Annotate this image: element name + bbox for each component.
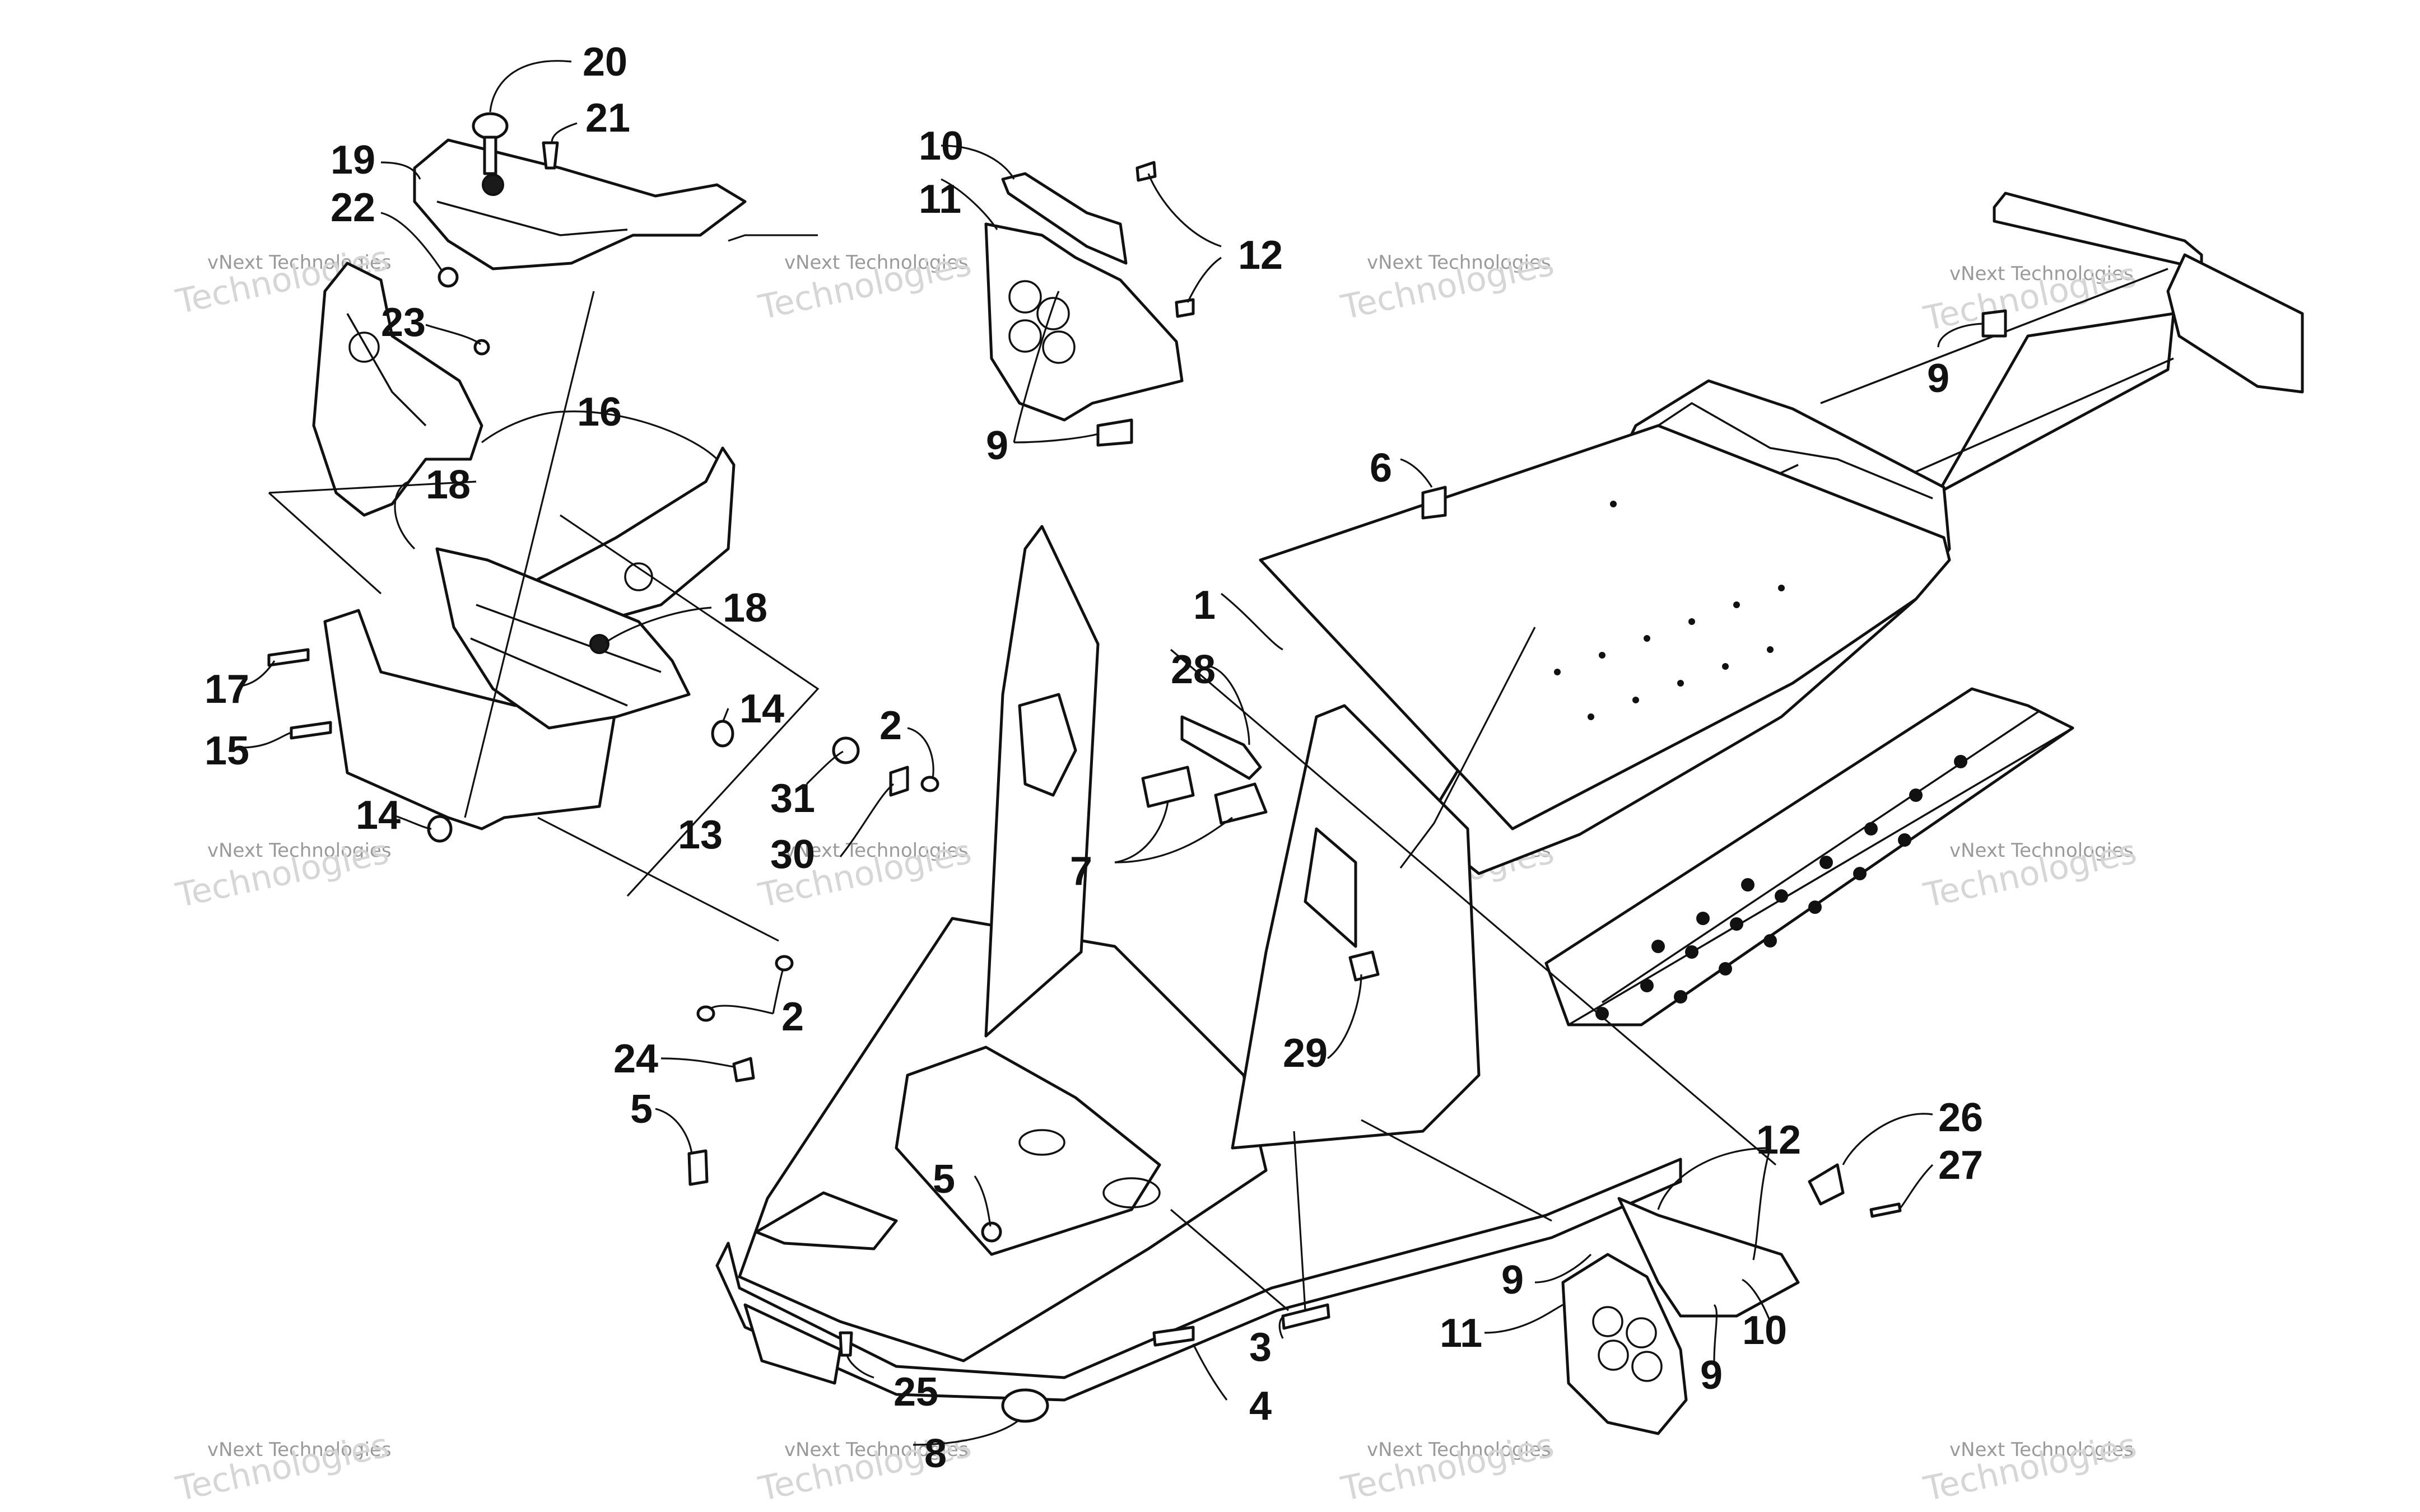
part-28-bracket (1180, 715, 1262, 780)
callout-1: 1 (1193, 583, 1216, 628)
part-10-cover-lower (1617, 1197, 1800, 1318)
callout-11: 11 (1440, 1311, 1482, 1356)
part-3-bolt (1281, 1303, 1330, 1330)
watermark-text: vNext Technologies (1949, 263, 2134, 285)
callout-12: 12 (1238, 233, 1283, 278)
part-9-clip (1096, 418, 1133, 447)
leader-lines (240, 60, 1984, 1446)
part-2-bolt (920, 776, 939, 792)
watermark-text: vNext Technologies (784, 251, 969, 274)
part-7-decal (1214, 782, 1268, 825)
callout-6: 6 (1370, 446, 1392, 491)
callout-5: 5 (933, 1157, 955, 1202)
callout-10: 10 (919, 124, 964, 169)
callout-23: 23 (381, 300, 426, 345)
watermark-text: vNext Technologies (207, 839, 392, 862)
part-27-pin (1869, 1202, 1902, 1218)
part-20-knob (472, 112, 509, 175)
part-8-plug (1001, 1388, 1049, 1423)
callout-19: 19 (331, 138, 375, 183)
callout-16: 16 (577, 390, 622, 435)
watermark-text: vNext Technologies (784, 1439, 969, 1461)
watermark-text: vNext Technologies (1367, 1439, 1551, 1461)
callout-2: 2 (781, 995, 804, 1039)
watermark-text: vNext Technologies (207, 1439, 392, 1461)
callout-17: 17 (204, 667, 249, 712)
part-13-bumper (323, 547, 691, 830)
callout-18: 18 (723, 586, 767, 631)
part-11-side-panel-upper (984, 222, 1184, 422)
part-17-bolt (267, 648, 310, 667)
callout-14: 14 (356, 793, 401, 838)
callout-20: 20 (583, 40, 627, 85)
callout-8: 8 (924, 1431, 947, 1476)
callout-9: 9 (1927, 356, 1949, 401)
part-2-bolt (775, 955, 794, 972)
callout-15: 15 (204, 729, 249, 773)
callout-12: 12 (1756, 1118, 1801, 1163)
callout-28: 28 (1171, 647, 1216, 692)
part-25-screw (839, 1331, 853, 1357)
part-15-bolt (290, 721, 332, 740)
callout-14: 14 (739, 687, 784, 731)
part-18-bracket (312, 262, 483, 517)
part-18-nut (589, 634, 609, 654)
callout-7: 7 (1070, 849, 1092, 894)
callout-22: 22 (331, 185, 375, 230)
callout-10: 10 (1742, 1308, 1787, 1353)
watermark-text: vNext Technologies (1949, 1439, 2134, 1461)
watermark-text: vNext Technologies (1367, 251, 1551, 274)
callout-3: 3 (1249, 1325, 1272, 1370)
footrest-traction-holes (1595, 755, 1967, 1020)
part-11-side-panel-lower (1561, 1253, 1688, 1435)
part-22-nut (438, 267, 459, 288)
callout-29: 29 (1283, 1031, 1328, 1076)
part-30-washer (889, 766, 909, 797)
callout-labels: 20 21 19 22 23 16 18 18 17 15 14 14 13 1… (204, 40, 1983, 1476)
watermark-text: vNext Technologies (784, 839, 969, 862)
callout-4: 4 (1249, 1384, 1272, 1429)
part-4-bolt (1152, 1326, 1195, 1347)
part-12-screw (1135, 161, 1157, 182)
part-5-nut (981, 1221, 1002, 1243)
watermark-text: vNext Technologies (1949, 839, 2134, 862)
callout-26: 26 (1938, 1095, 1983, 1140)
part-14-grommet (711, 720, 734, 748)
callout-25: 25 (893, 1370, 938, 1415)
callout-2: 2 (879, 703, 902, 748)
callout-13: 13 (678, 813, 723, 857)
callout-18: 18 (426, 463, 471, 507)
tunnel-rivet-holes (1554, 501, 1785, 720)
callout-30: 30 (770, 832, 815, 877)
chassis-frame (715, 192, 2304, 1402)
part-14-grommet (427, 815, 453, 843)
part-26-clamp (1808, 1163, 1845, 1206)
callout-21: 21 (585, 96, 630, 141)
part-12-screw (1175, 298, 1195, 318)
callout-24: 24 (613, 1037, 658, 1081)
callout-27: 27 (1938, 1143, 1983, 1188)
part-5-bolt (687, 1149, 709, 1186)
part-9-clip-rear (1981, 309, 2007, 338)
part-2-bolt (696, 1005, 715, 1022)
part-24-bolt (732, 1057, 755, 1082)
part-7-decal (1141, 766, 1195, 808)
callout-9: 9 (1700, 1353, 1723, 1398)
callout-9: 9 (986, 423, 1008, 468)
part-19-nose-cover (413, 138, 747, 270)
callout-5: 5 (630, 1087, 653, 1132)
callout-9: 9 (1501, 1258, 1524, 1303)
part-31-nut (832, 736, 860, 764)
part-10-cover-upper (1001, 172, 1128, 265)
callout-11: 11 (919, 177, 961, 222)
part-6-clip (1421, 486, 1447, 520)
part-29-clip (1348, 950, 1380, 982)
part-21-screw (542, 141, 559, 170)
callout-31: 31 (770, 776, 815, 821)
